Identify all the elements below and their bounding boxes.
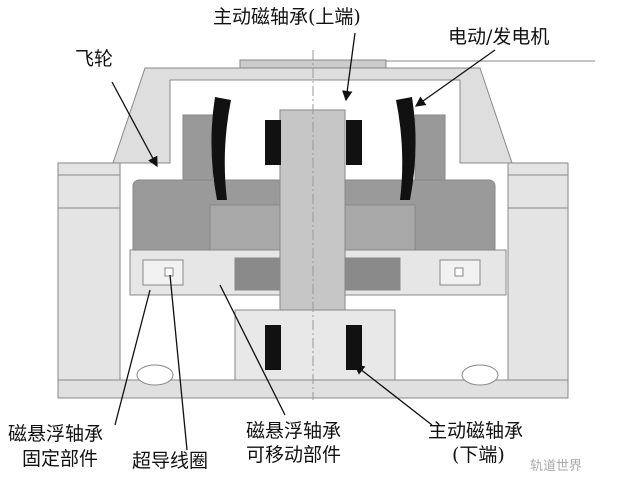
label-flywheel: 飞轮 — [75, 48, 114, 70]
lower-bearing-coil-left — [265, 325, 281, 370]
watermark: 轨道世界 — [530, 459, 583, 474]
label-movable-part-1: 磁悬浮轴承 — [246, 420, 342, 442]
sc-coil-leader — [169, 274, 188, 451]
label-lower-bearing-2: (下端) — [452, 444, 505, 466]
right-pillar — [507, 162, 569, 396]
label-movable-part-2: 可移动部件 — [246, 444, 342, 466]
flywheel-arrow — [111, 81, 158, 168]
movable-part-leader — [219, 284, 286, 416]
label-fixed-part-1: 磁悬浮轴承 — [8, 423, 104, 445]
fixed-part-leader — [114, 289, 151, 426]
label-fixed-part-2: 固定部件 — [22, 448, 99, 470]
lower-bearing-arrow — [353, 364, 433, 426]
upper-housing — [112, 67, 513, 164]
label-sc-coil: 超导线圈 — [132, 450, 209, 472]
label-upper-bearing: 主动磁轴承(上端) — [213, 6, 361, 28]
lower-bearing-housing — [234, 309, 396, 381]
motor-coil-left — [211, 97, 231, 200]
right-hole — [461, 364, 499, 386]
label-lower-bearing-1: 主动磁轴承 — [428, 420, 524, 442]
left-hole — [136, 364, 174, 386]
upper-bearing-coil-left — [265, 120, 281, 165]
fixed-part-left — [142, 259, 184, 286]
upper-bearing-arrow — [342, 32, 356, 102]
motor-coil-right — [396, 97, 416, 200]
flywheel-upper-left — [182, 114, 214, 186]
left-pillar — [57, 162, 121, 396]
motor-arrow — [414, 49, 496, 107]
lower-bearing-coil-right — [346, 325, 362, 370]
flywheel-upper-right — [414, 114, 446, 186]
coils — [211, 97, 416, 370]
upper-bearing-coil-right — [346, 120, 362, 165]
label-motor-generator: 电动/发电机 — [448, 26, 550, 48]
